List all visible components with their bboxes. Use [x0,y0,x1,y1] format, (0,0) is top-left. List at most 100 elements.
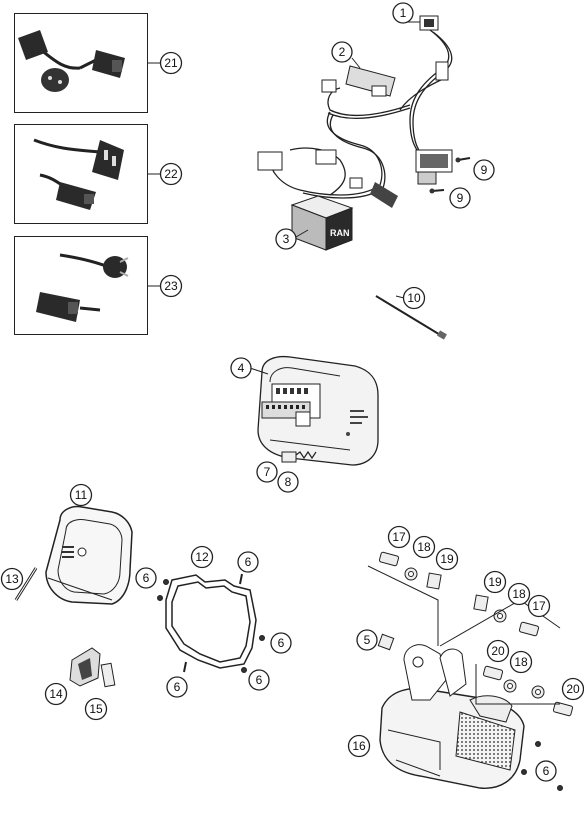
cable-tie [375,295,447,340]
callout-circle [135,567,157,589]
callout-c15: 15 [84,697,108,721]
callout-circle [331,41,353,63]
callout-number: 3 [283,232,290,246]
callout-circle [237,551,259,573]
callout-c1: 1 [392,2,414,24]
callout-circle [387,525,411,549]
callout-circle [84,697,108,721]
callout-c19b: 19 [483,570,507,594]
callout-circle [435,547,459,571]
callout-circle [392,2,414,24]
callout-number: 18 [514,655,528,669]
callout-c20b: 20 [561,677,584,701]
callout-c18b: 18 [507,582,531,606]
callout-c22: 22 [159,162,183,186]
eu-power-cord [18,30,125,92]
callout-number: 1 [400,6,407,20]
callout-number: 12 [195,550,209,564]
callout-circle [270,632,292,654]
callout-circle [277,471,299,493]
callout-c7: 7 [256,461,278,483]
callout-number: 21 [164,56,178,70]
callout-circle [356,629,378,651]
screws-6 [157,573,563,791]
callout-circle [507,582,531,606]
callout-number: 6 [143,571,150,585]
callout-c20a: 20 [486,639,510,663]
callout-number: 13 [5,572,19,586]
callout-circle [473,159,495,181]
callout-c18c: 18 [509,650,533,674]
callout-number: 5 [364,633,371,647]
callout-circle [509,650,533,674]
callout-c12: 12 [190,545,214,569]
callout-c10: 10 [402,286,426,310]
callout-number: 6 [245,555,252,569]
callout-c6d: 6 [166,676,188,698]
battery-pack [257,355,379,466]
callout-circle [256,461,278,483]
callout-circle [483,570,507,594]
callout-number: 19 [488,575,502,589]
callout-number: 8 [285,475,292,489]
callout-c21: 21 [159,51,183,75]
callout-circle [44,682,68,706]
callout-c5: 5 [356,629,378,651]
callout-number: 18 [512,587,526,601]
callout-number: 17 [392,530,406,544]
callout-c4: 4 [230,357,252,379]
callout-number: 22 [164,167,178,181]
callout-circle [159,162,183,186]
callout-number: 16 [352,739,366,753]
au-power-cord [36,253,129,322]
callout-c11: 11 [69,483,93,507]
callout-c3: 3 [275,228,297,250]
callout-number: 11 [75,488,88,502]
gasket-frame [165,574,257,669]
callout-number: 10 [407,291,421,305]
callout-c9b: 9 [449,187,471,209]
callout-circle [449,187,471,209]
control-module: RAN [290,195,354,251]
module-brand-text: RAN [330,228,350,238]
callout-circle [412,535,436,559]
callout-c6c: 6 [270,632,292,654]
callout-c16: 16 [347,734,371,758]
pin-rod [14,567,38,601]
callout-number: 2 [339,45,346,59]
callout-circle [275,228,297,250]
callout-number: 23 [164,279,178,293]
callout-number: 7 [264,465,271,479]
callout-number: 14 [49,687,63,701]
callout-number: 17 [532,599,546,613]
callout-c2: 2 [331,41,353,63]
callout-c6e: 6 [248,669,270,691]
connector-pin [281,450,317,463]
callout-number: 4 [238,361,245,375]
callout-c17a: 17 [387,525,411,549]
callout-number: 20 [566,682,580,696]
callout-circle [190,545,214,569]
callout-circle [486,639,510,663]
callout-circle [535,760,557,782]
callout-c19a: 19 [435,547,459,571]
callout-number: 19 [440,552,454,566]
callout-c17b: 17 [527,594,551,618]
callout-c23: 23 [159,274,183,298]
uk-power-cord [33,138,124,210]
callout-circle [69,483,93,507]
motor-housing [379,644,525,789]
callout-number: 6 [256,673,263,687]
callout-number: 9 [457,191,464,205]
mounting-hardware [377,551,574,717]
callout-c14: 14 [44,682,68,706]
callout-number: 15 [89,702,103,716]
callout-c6a: 6 [135,567,157,589]
callout-circle [159,274,183,298]
callout-number: 9 [481,163,488,177]
callout-number: 20 [491,644,505,658]
callout-circle [347,734,371,758]
